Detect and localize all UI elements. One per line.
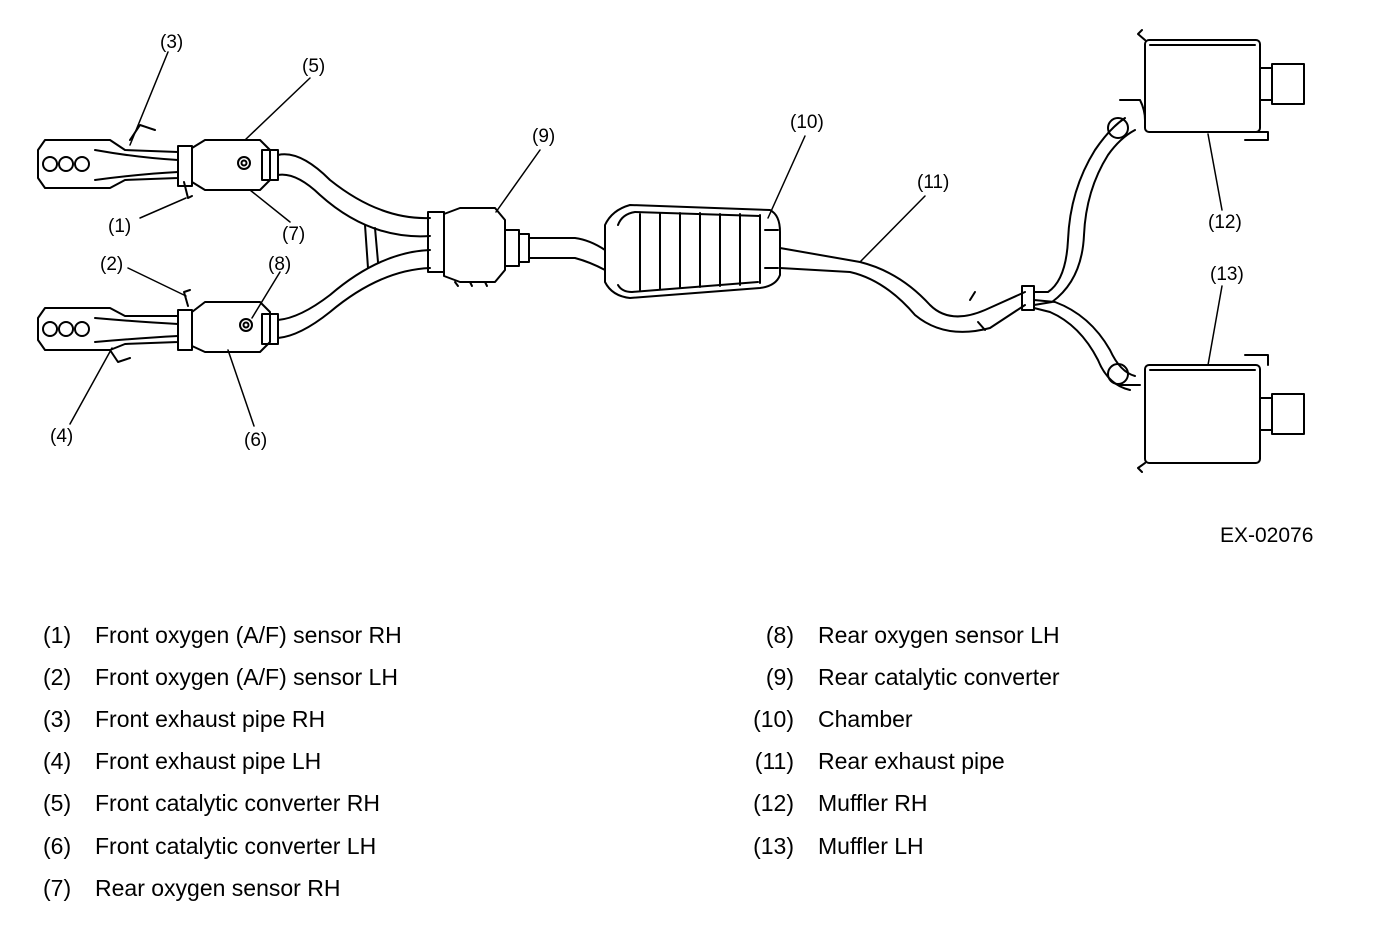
- legend-number: (3): [43, 705, 72, 732]
- callout-9: (9): [532, 126, 555, 147]
- callout-7: (7): [282, 224, 305, 245]
- legend-label: Front exhaust pipe LH: [95, 748, 322, 775]
- leader-lines: [69, 51, 1223, 427]
- muffler-lh: [1137, 354, 1305, 473]
- callout-1: (1): [108, 216, 131, 237]
- callout-2: (2): [100, 254, 123, 275]
- legend-item: (11) Rear exhaust pipe: [750, 741, 1060, 783]
- front-catalytic-converter-rh: [177, 139, 279, 191]
- front-catalytic-converter-lh: [177, 301, 279, 353]
- legend-label: Rear catalytic converter: [818, 663, 1060, 690]
- legend-number: (6): [43, 832, 72, 859]
- figure-id: EX-02076: [1220, 524, 1313, 547]
- legend-number: (12): [753, 790, 794, 817]
- callout-4: (4): [50, 426, 73, 447]
- legend-item: (5) Front catalytic converter RH: [43, 783, 402, 825]
- callout-5: (5): [302, 56, 325, 77]
- legend-left: (1) Front oxygen (A/F) sensor RH (2) Front…: [43, 614, 402, 909]
- legend-label: Muffler RH: [818, 790, 928, 817]
- front-exhaust-pipe-rh: [37, 124, 179, 189]
- exhaust-system-diagram: (3) (5) (1) (7) (2) (8) (4) (6) (9) (10)…: [37, 29, 1313, 547]
- rear-split-pipes: [1033, 99, 1146, 391]
- legend-number: (5): [43, 790, 72, 817]
- legend-item: (3) Front exhaust pipe RH: [43, 698, 402, 740]
- callout-6: (6): [244, 430, 267, 451]
- front-oxygen-sensor-lh: [183, 289, 191, 307]
- legend-right: (8) Rear oxygen sensor LH (9) Rear catalyt…: [750, 614, 1060, 867]
- legend-label: Front oxygen (A/F) sensor RH: [95, 621, 402, 648]
- callout-labels: (3) (5) (1) (7) (2) (8) (4) (6) (9) (10)…: [50, 32, 1244, 451]
- legend-number: (11): [754, 748, 794, 775]
- legend-item: (12) Muffler RH: [750, 783, 1060, 825]
- legend-label: Front oxygen (A/F) sensor LH: [95, 663, 398, 690]
- chamber: [604, 204, 781, 299]
- legend-number: (13): [753, 832, 794, 859]
- legend-number: (4): [43, 748, 72, 775]
- legend-item: (9) Rear catalytic converter: [750, 656, 1060, 698]
- legend-number: (2): [43, 663, 72, 690]
- rear-exhaust-pipe: [779, 247, 1035, 333]
- callout-8: (8): [268, 254, 291, 275]
- legend-item: (10) Chamber: [750, 698, 1060, 740]
- mid-pipe: [528, 237, 606, 271]
- legend-item: (7) Rear oxygen sensor RH: [43, 867, 402, 909]
- legend-label: Front exhaust pipe RH: [95, 705, 326, 732]
- legend-number: (10): [753, 705, 794, 732]
- legend-item: (4) Front exhaust pipe LH: [43, 741, 402, 783]
- legend-number: (1): [43, 621, 72, 648]
- legend-label: Muffler LH: [818, 832, 924, 859]
- front-oxygen-sensor-rh: [183, 181, 193, 199]
- legend-number: (9): [765, 663, 794, 690]
- legend-label: Rear oxygen sensor RH: [95, 874, 341, 901]
- callout-11: (11): [917, 172, 949, 193]
- callout-3: (3): [160, 32, 183, 53]
- callout-10: (10): [790, 112, 824, 133]
- legend-label: Rear oxygen sensor LH: [818, 621, 1060, 648]
- legend-item: (13) Muffler LH: [750, 825, 1060, 867]
- rh-y-pipe: [277, 153, 431, 238]
- legend-number: (8): [765, 621, 794, 648]
- legend-label: Chamber: [818, 705, 913, 732]
- legend-label: Front catalytic converter LH: [95, 832, 377, 859]
- legend-item: (2) Front oxygen (A/F) sensor LH: [43, 656, 402, 698]
- rear-catalytic-converter: [427, 207, 530, 287]
- legend-label: Rear exhaust pipe: [818, 748, 1005, 775]
- legend-label: Front catalytic converter RH: [95, 790, 381, 817]
- lh-y-pipe: [277, 224, 431, 339]
- legend-item: (8) Rear oxygen sensor LH: [750, 614, 1060, 656]
- callout-13: (13): [1210, 264, 1244, 285]
- legend-item: (6) Front catalytic converter LH: [43, 825, 402, 867]
- legend-number: (7): [43, 874, 72, 901]
- muffler-rh: [1137, 29, 1305, 141]
- legend-item: (1) Front oxygen (A/F) sensor RH: [43, 614, 402, 656]
- callout-12: (12): [1208, 212, 1242, 233]
